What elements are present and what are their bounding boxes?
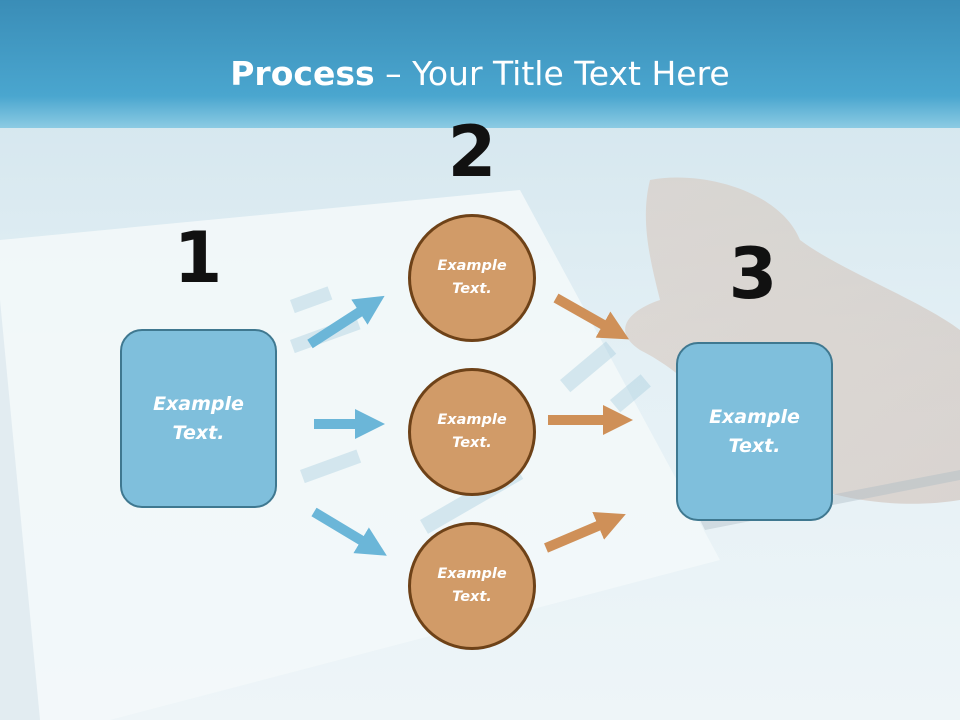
circle-top-label: Example Text. — [437, 258, 507, 297]
arrow-top-to-end — [553, 293, 630, 340]
end-box-label: Example Text. — [709, 405, 800, 457]
step-number-2: 2 — [447, 111, 497, 193]
start-box-label: Example Text. — [153, 392, 244, 444]
circle-top: Example Text. — [408, 214, 536, 342]
end-box: Example Text. — [676, 342, 833, 521]
circle-middle-label: Example Text. — [437, 412, 507, 451]
slide-title: Process – Your Title Text Here — [0, 52, 960, 96]
step-number-1: 1 — [173, 217, 223, 299]
arrow-bottom-to-end — [544, 512, 626, 553]
circle-bottom-label: Example Text. — [437, 566, 507, 605]
start-box: Example Text. — [120, 329, 277, 508]
slide-title-rest: – Your Title Text Here — [374, 54, 730, 93]
step-number-3: 3 — [728, 233, 778, 315]
title-band — [0, 0, 960, 128]
circle-middle: Example Text. — [408, 368, 536, 496]
circle-bottom: Example Text. — [408, 522, 536, 650]
arrow-start-to-top — [307, 295, 385, 349]
arrow-start-to-bottom — [311, 507, 387, 556]
slide-title-bold: Process — [230, 54, 375, 93]
